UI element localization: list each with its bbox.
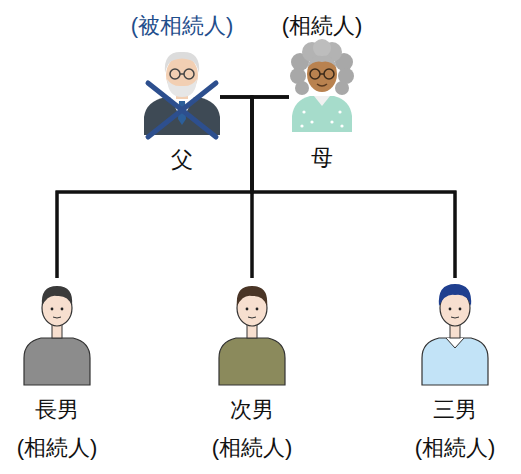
family-line (57, 97, 289, 278)
family-line (220, 96, 289, 99)
father-node: (被相続人)父 (144, 55, 220, 135)
person-name: 次男 (230, 397, 274, 423)
child-node: 次男(相続人) (217, 278, 287, 385)
family-line (252, 97, 455, 278)
mother-icon (290, 39, 354, 132)
person-name: 長男 (35, 397, 79, 423)
role-label: (相続人) (282, 13, 363, 39)
mother-node: (相続人)母 (289, 50, 355, 132)
child-node: 三男(相続人) (420, 278, 490, 385)
eldest-son-icon (24, 286, 90, 385)
family-line (220, 97, 455, 278)
person-name: 母 (311, 145, 333, 171)
second-son-icon (219, 286, 285, 385)
person-name: 三男 (433, 397, 477, 423)
third-son-icon (422, 284, 488, 385)
role-label: (相続人) (415, 435, 496, 461)
role-label: (相続人) (212, 435, 293, 461)
person-name: 父 (171, 147, 193, 173)
family-line (220, 97, 252, 278)
family-line (57, 97, 252, 278)
role-label: (相続人) (17, 435, 98, 461)
father-icon (144, 52, 220, 137)
family-line (252, 97, 289, 278)
child-node: 長男(相続人) (22, 278, 92, 385)
role-label: (被相続人) (131, 13, 234, 39)
